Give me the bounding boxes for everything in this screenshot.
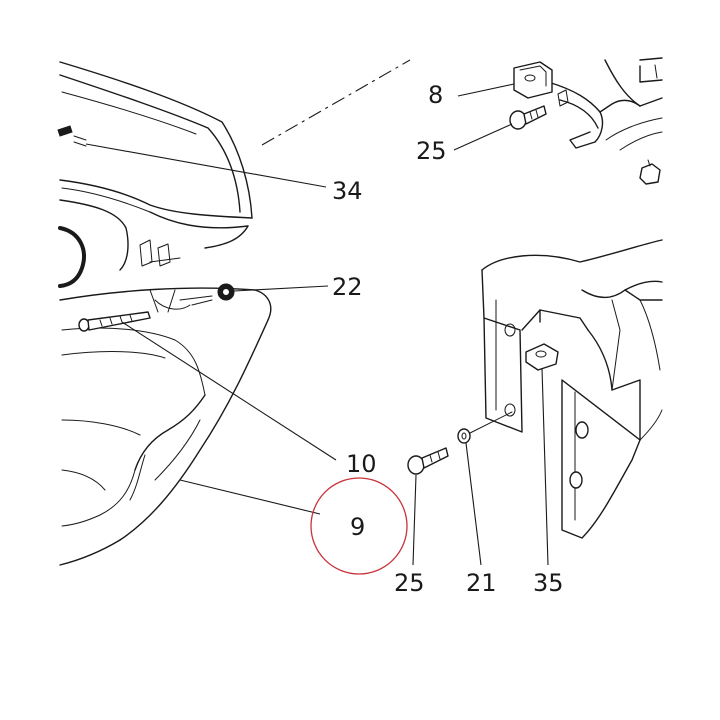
leader-lines — [85, 83, 549, 566]
assembly-axis — [469, 411, 513, 434]
part-21-washer — [457, 428, 471, 444]
callout-22: 22 — [332, 273, 363, 301]
callout-21: 21 — [466, 569, 497, 597]
part-25-screw-top — [509, 105, 547, 130]
callout-9: 9 — [350, 513, 365, 541]
part-35-clip-nut — [525, 343, 559, 371]
highlight-ring — [310, 477, 408, 575]
part-10-bolt — [78, 311, 151, 332]
upper-bracket-assembly — [513, 57, 663, 185]
callout-10: 10 — [346, 450, 377, 478]
callout-25-bottom: 25 — [394, 569, 425, 597]
callout-8: 8 — [428, 81, 443, 109]
side-panel-assembly — [57, 61, 272, 566]
phantom-line — [261, 59, 411, 146]
callout-35: 35 — [533, 569, 564, 597]
mount-bracket-assembly — [481, 239, 663, 539]
part-22-nut — [217, 283, 235, 301]
part-25-bolt-bottom — [407, 447, 449, 475]
callout-34: 34 — [332, 177, 363, 205]
callout-25-top: 25 — [416, 137, 447, 165]
